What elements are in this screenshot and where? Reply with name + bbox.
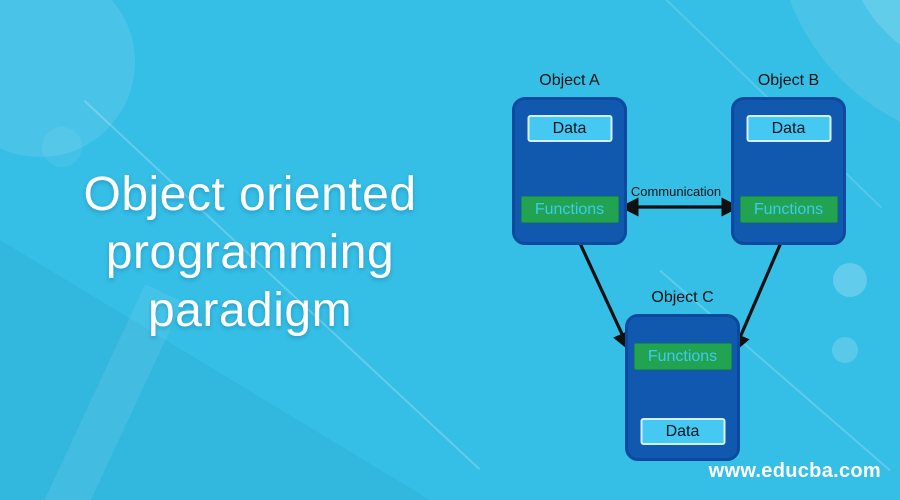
object-a-data-box: Data: [527, 115, 612, 142]
page-title-line-3: paradigm: [147, 284, 353, 337]
object-b-functions-box: Functions: [739, 196, 838, 223]
object-b-group: Object B Data Functions: [731, 71, 846, 245]
object-b-card: Data Functions: [731, 97, 846, 245]
object-c-data-box: Data: [640, 418, 725, 445]
object-a-functions-box: Functions: [520, 196, 619, 223]
object-b-label: Object B: [757, 72, 820, 89]
object-a-label: Object A: [539, 72, 600, 89]
object-a-card: Data Functions: [512, 97, 627, 245]
object-c-group: Object C Functions Data: [625, 288, 740, 461]
watermark: www.educba.com: [708, 460, 881, 482]
right-mid-circle-decoration: [833, 263, 867, 297]
right-low-circle-decoration: [832, 337, 858, 363]
object-c-card: Functions Data: [625, 314, 740, 461]
object-a-group: Object A Data Functions: [512, 71, 627, 245]
communication-label: Communication: [630, 184, 722, 199]
topright-inner-circle-decoration: [840, 0, 900, 80]
page-title-line-2: programming: [105, 226, 395, 279]
object-b-data-box: Data: [746, 115, 831, 142]
page-title-line-1: Object oriented: [83, 168, 417, 221]
object-c-functions-box: Functions: [633, 343, 732, 370]
object-c-label: Object C: [651, 289, 714, 306]
topleft-circle-decoration: [0, 0, 135, 157]
topleft-small-circle-decoration: [42, 127, 82, 167]
page-title: Object oriented programming paradigm: [20, 166, 480, 340]
